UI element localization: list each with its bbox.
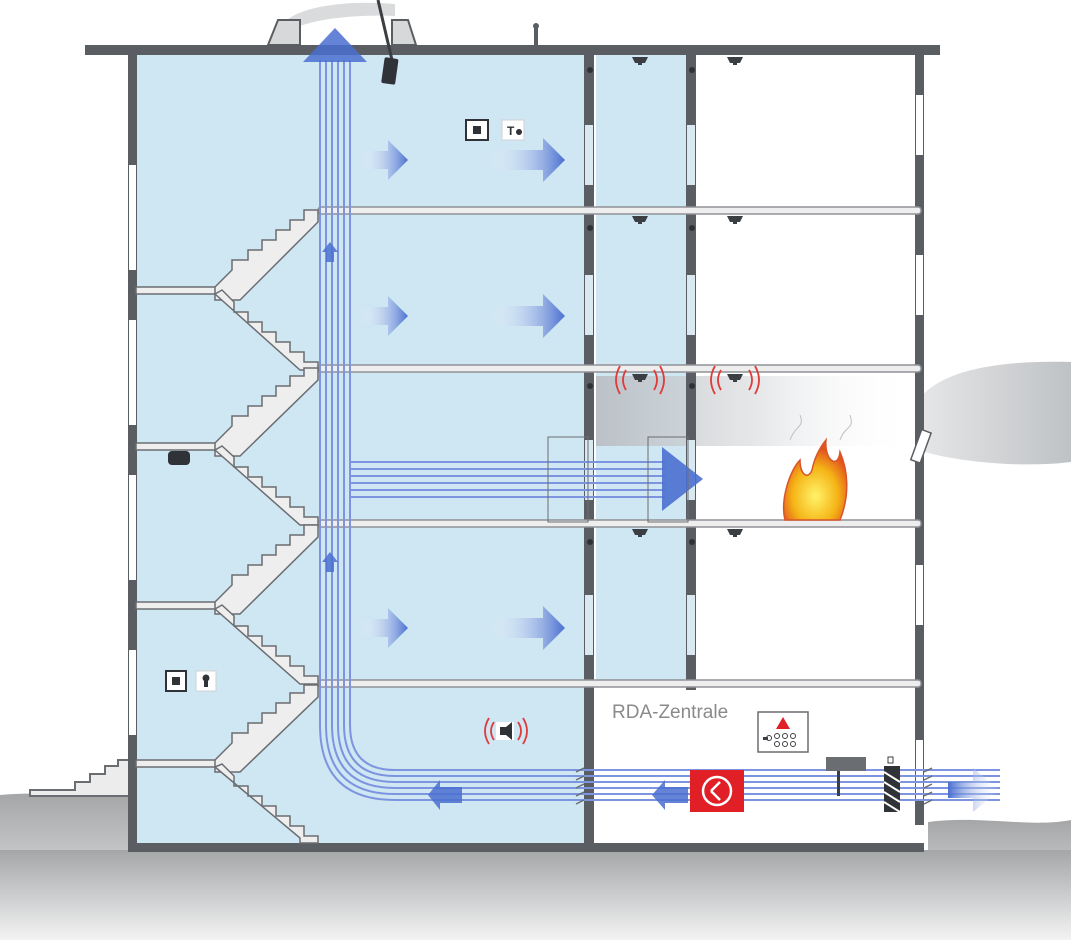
base-slab xyxy=(128,843,924,852)
open-window xyxy=(909,428,933,465)
key-switch-icon xyxy=(465,119,489,141)
entry-steps xyxy=(29,759,133,797)
smoke-detector-icon xyxy=(168,451,190,465)
roof-slab xyxy=(85,45,940,55)
fire-icon xyxy=(782,414,852,521)
damper xyxy=(826,757,866,796)
stairs xyxy=(213,209,319,844)
roof-exhaust-arrow xyxy=(303,28,367,62)
roof-flap xyxy=(376,0,399,85)
temperature-sensor-icon: T xyxy=(501,119,525,141)
roof-vent-right xyxy=(391,19,418,46)
louvres xyxy=(575,767,933,805)
filter xyxy=(883,756,901,813)
fire-floor-arrow xyxy=(662,447,703,511)
return-arrows xyxy=(428,780,688,810)
up-arrows xyxy=(322,242,338,572)
air-duct xyxy=(319,60,1000,801)
door-openers xyxy=(587,67,695,545)
fire-floor-doors xyxy=(547,436,689,523)
antenna-icon xyxy=(533,23,539,45)
roof-smoke xyxy=(285,2,395,30)
alarm-waves xyxy=(615,365,760,395)
smoke-floor xyxy=(596,376,916,446)
air-intake-arrow-icon xyxy=(948,768,1000,812)
left-wall xyxy=(128,55,137,850)
svg-text:T: T xyxy=(507,124,515,138)
control-panel-icon xyxy=(757,711,809,753)
key-switch-lower-icon xyxy=(165,670,217,692)
windows-left xyxy=(129,165,136,735)
fan-icon xyxy=(690,770,744,812)
fire-floor-airflow xyxy=(350,461,665,498)
roof-vent xyxy=(266,19,301,46)
siren-icon xyxy=(484,717,528,745)
ground-under xyxy=(0,850,1071,940)
smoke-plume-outside xyxy=(918,361,1071,465)
rda-label: RDA-Zentrale xyxy=(612,702,728,723)
